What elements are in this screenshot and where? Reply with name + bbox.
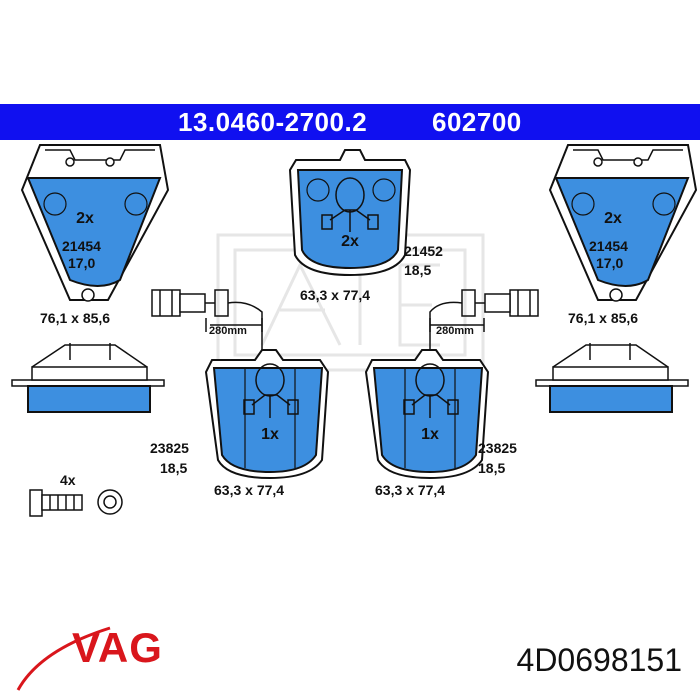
- pad-bottom-right-number: 23825: [478, 440, 517, 456]
- pad-bottom-right-size: 63,3 x 77,4: [375, 482, 446, 498]
- sensor-left-length: 280mm: [209, 325, 247, 337]
- hardware-qty: 4x: [60, 472, 76, 488]
- alternate-code: 602700: [432, 107, 522, 137]
- side-profile-left: [11, 343, 165, 413]
- pad-right-front-thickness: 17,0: [596, 255, 624, 271]
- wear-sensor-left: [151, 289, 263, 352]
- pad-bottom-left-qty: 1x: [261, 426, 279, 443]
- sensor-right-length: 280mm: [436, 325, 474, 337]
- brand-swoosh-icon: [16, 626, 111, 691]
- pad-left-front-qty: 2x: [76, 210, 94, 227]
- pad-right-front-qty: 2x: [604, 210, 622, 227]
- pad-right-front-number: 21454: [589, 238, 628, 254]
- pad-bottom-right-qty: 1x: [421, 426, 439, 443]
- pad-center-top-number: 21452: [404, 243, 443, 259]
- pad-left-front: [20, 144, 170, 302]
- pad-center-top-size: 63,3 x 77,4: [300, 287, 371, 303]
- pad-bottom-left-size: 63,3 x 77,4: [214, 482, 285, 498]
- brand-logo: VAG: [72, 624, 163, 671]
- bolt-icon: [29, 489, 83, 517]
- side-profile-right: [535, 343, 689, 413]
- pad-center-top-qty: 2x: [341, 233, 359, 250]
- pad-bottom-right-thickness: 18,5: [478, 460, 506, 476]
- pad-right-front: [548, 144, 698, 302]
- pad-left-front-thickness: 17,0: [68, 255, 96, 271]
- part-number: 4D0698151: [516, 642, 682, 678]
- reference-code: 13.0460-2700.2: [178, 107, 368, 137]
- pad-center-top-thickness: 18,5: [404, 262, 432, 278]
- washer-icon: [97, 489, 123, 515]
- pad-bottom-left-thickness: 18,5: [160, 460, 188, 476]
- pad-bottom-right: [364, 349, 490, 480]
- pad-left-front-number: 21454: [62, 238, 101, 254]
- header-banner: 13.0460-2700.2 602700: [0, 104, 700, 140]
- pad-left-front-size: 76,1 x 85,6: [40, 310, 111, 326]
- pad-right-front-size: 76,1 x 85,6: [568, 310, 639, 326]
- wear-sensor-right: [429, 289, 539, 352]
- pad-bottom-left-number: 23825: [150, 440, 189, 456]
- pad-bottom-left: [204, 349, 330, 480]
- pad-center-top: [288, 149, 412, 277]
